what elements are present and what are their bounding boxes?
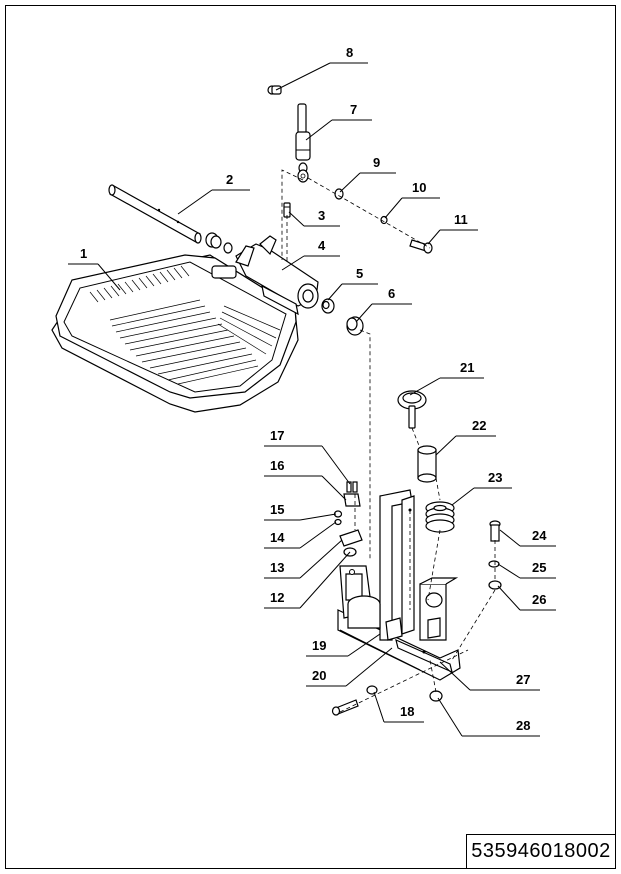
callout-19: 19 [312,638,326,653]
callout-10: 10 [412,180,426,195]
callout-24: 24 [532,528,547,543]
spacer-part [321,298,335,314]
washer-26 [488,580,502,590]
callout-13: 13 [270,560,284,575]
callout-20: 20 [312,668,326,683]
knob-part [397,390,427,429]
callout-23: 23 [488,470,502,485]
assembly-lines [281,169,496,713]
nut-28 [429,690,443,702]
callout-26: 26 [532,592,546,607]
callout-16: 16 [270,458,284,473]
callout-7: 7 [350,102,357,117]
callout-18: 18 [400,704,414,719]
callout-1: 1 [80,246,87,261]
callout-27: 27 [516,672,530,687]
callout-15: 15 [270,502,284,517]
bushing-pair [205,232,233,254]
callout-8: 8 [346,45,353,60]
leader-lines [68,62,556,737]
footplate-part [51,254,299,413]
callout-25: 25 [532,560,546,575]
callout-4: 4 [318,238,326,253]
spring-part [425,501,455,533]
base-frame-part [337,489,461,681]
callout-11: 11 [454,212,468,227]
callout-17: 17 [270,428,284,443]
pin-part [283,202,291,218]
callout-9: 9 [373,155,380,170]
callout-labels: 8 7 9 10 11 2 3 4 5 6 1 21 22 23 24 25 2… [80,45,547,733]
sleeve-part [417,445,437,483]
callout-28: 28 [516,718,530,733]
tube-part [108,184,202,244]
washer-25 [488,560,500,568]
cap-part [267,85,282,95]
callout-6: 6 [388,286,395,301]
callout-22: 22 [472,418,486,433]
gas-spring-part [295,103,311,183]
callout-21: 21 [460,360,474,375]
bolt-part [409,239,433,254]
callout-14: 14 [270,530,285,545]
callout-3: 3 [318,208,325,223]
hinge-body-part [235,235,319,316]
callout-2: 2 [226,172,233,187]
collar-part [346,316,364,336]
small-hardware-group [333,481,363,557]
bolt-18 [331,685,378,716]
sheet-border [5,5,616,869]
callout-12: 12 [270,590,284,605]
drawing-number: 535946018002 [466,834,616,869]
screw-24 [489,520,501,542]
callout-5: 5 [356,266,363,281]
